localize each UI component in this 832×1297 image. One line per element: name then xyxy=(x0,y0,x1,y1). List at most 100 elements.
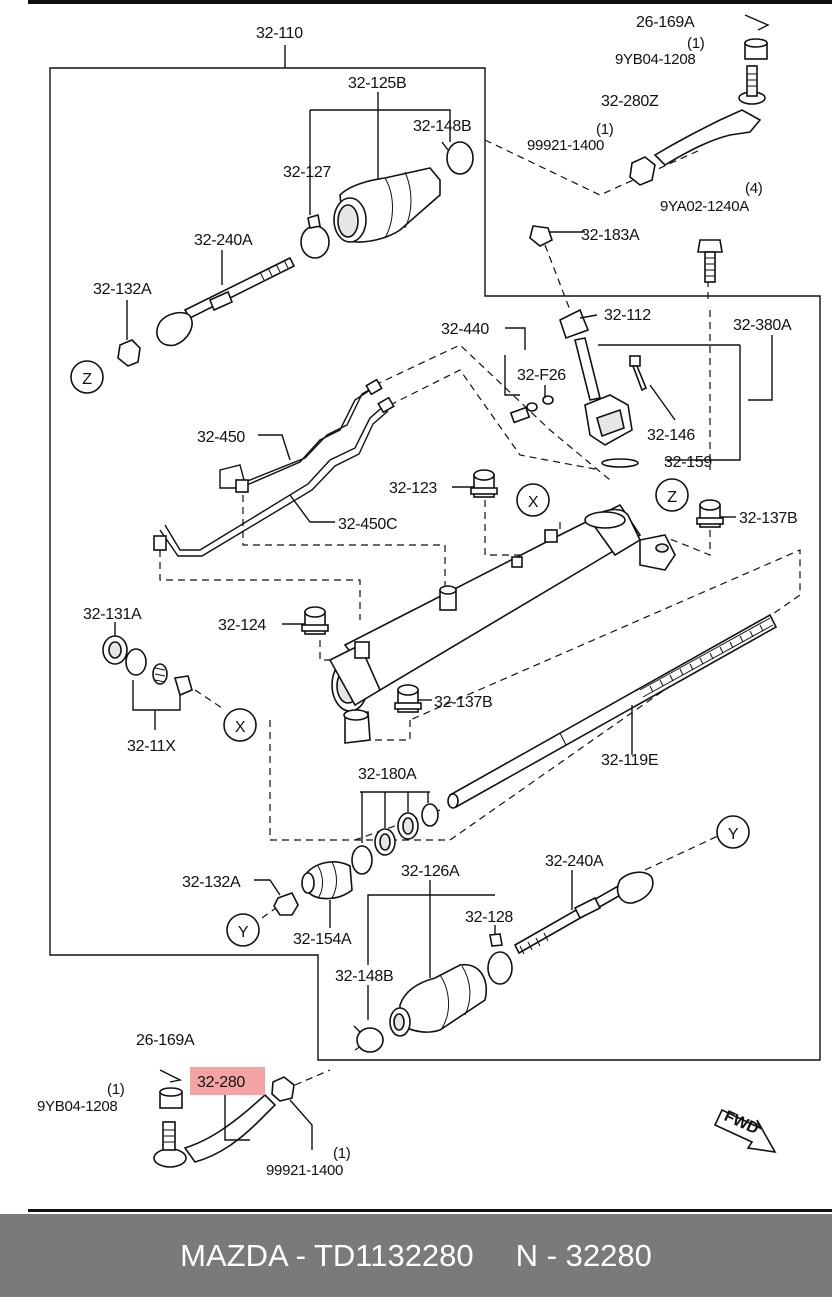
footer-bar: MAZDA - TD1132280 N - 32280 xyxy=(0,1214,832,1297)
lock-nut-right xyxy=(629,156,656,186)
yoke-set xyxy=(125,648,193,697)
bushing-124 xyxy=(301,606,329,635)
split-pin-left xyxy=(159,1069,183,1083)
label-99921-1400-right: 99921-1400 xyxy=(527,137,604,154)
lock-nut-left xyxy=(271,1076,295,1102)
label-32-112: 32-112 xyxy=(604,307,651,324)
label-32-123: 32-123 xyxy=(389,480,437,497)
svg-text:Z: Z xyxy=(667,489,677,506)
clip-right xyxy=(300,225,330,259)
label-32-110: 32-110 xyxy=(256,25,303,42)
label-32-f26: 32-F26 xyxy=(517,367,566,384)
label-26-169a-right: 26-169A xyxy=(636,14,695,31)
label-32-240a-right: 32-240A xyxy=(194,232,253,249)
label-32-440: 32-440 xyxy=(441,321,489,338)
gasket xyxy=(601,458,639,468)
label-qty-nut-right: (1) xyxy=(687,35,705,52)
label-32-137b-lower: 32-137B xyxy=(434,694,492,711)
svg-text:Y: Y xyxy=(728,826,739,843)
label-32-154a: 32-154A xyxy=(293,931,352,948)
label-32-148b-right: 32-148B xyxy=(413,118,471,135)
nut-left xyxy=(159,1087,183,1109)
label-9yb04-1208-right: 9YB04-1208 xyxy=(615,51,695,68)
label-qty-locknut-left: (1) xyxy=(333,1145,351,1162)
label-26-169a-left: 26-169A xyxy=(136,1032,195,1049)
label-32-126a: 32-126A xyxy=(401,863,460,880)
rack-housing xyxy=(328,503,676,744)
nut-right xyxy=(744,38,768,60)
label-99921-1400-left: 99921-1400 xyxy=(266,1162,343,1179)
svg-text:Y: Y xyxy=(238,924,249,941)
footer-part-number: MAZDA - TD1132280 xyxy=(180,1237,474,1273)
lock-washer-right xyxy=(117,339,141,367)
bolt-right xyxy=(697,239,723,283)
label-32-280: 32-280 xyxy=(197,1074,245,1091)
svg-text:X: X xyxy=(235,719,246,736)
bolt-146 xyxy=(629,355,648,392)
label-qty-nut-left: (1) xyxy=(107,1081,125,1098)
pipe-clip xyxy=(529,225,553,247)
footer-ref: N - 32280 xyxy=(515,1237,652,1273)
steering-rack-exploded-diagram: Z X Z X Y Y FWD 32-110 32-125B 32-148B 3… xyxy=(37,14,821,1179)
bellows xyxy=(301,861,353,900)
label-32-183a: 32-183A xyxy=(581,227,640,244)
label-32-159: 32-159 xyxy=(664,454,712,471)
label-32-128: 32-128 xyxy=(465,909,513,926)
clip-left xyxy=(487,951,513,985)
assembly-boundary xyxy=(49,67,821,1061)
pipes xyxy=(153,378,395,557)
label-9ya02-1240a: 9YA02-1240A xyxy=(660,198,749,215)
tie-rod-end-right xyxy=(653,65,766,167)
label-32-132a-right: 32-132A xyxy=(93,281,152,298)
label-32-137b-upper: 32-137B xyxy=(739,510,797,527)
label-32-240a-left: 32-240A xyxy=(545,853,604,870)
pinion-cover xyxy=(559,308,601,401)
highlight-box xyxy=(190,1067,265,1095)
valve-assembly xyxy=(584,394,633,446)
svg-text:Z: Z xyxy=(82,371,92,388)
label-32-450c: 32-450C xyxy=(338,516,397,533)
seal-kit xyxy=(351,803,439,875)
tie-rod-end-left xyxy=(153,1093,277,1168)
marker-x-top: X xyxy=(516,483,550,517)
label-32-280z: 32-280Z xyxy=(601,93,659,110)
label-qty-bolt: (4) xyxy=(745,180,763,197)
label-32-127: 32-127 xyxy=(283,164,331,181)
clamp-left xyxy=(356,1027,384,1053)
marker-z-left: Z xyxy=(70,360,104,394)
boot-left xyxy=(389,964,487,1037)
label-32-119e: 32-119E xyxy=(601,752,658,769)
marker-y-left: Y xyxy=(226,913,260,947)
marker-z-top: Z xyxy=(655,478,689,512)
clamp-right xyxy=(446,141,474,175)
label-32-380a: 32-380A xyxy=(733,317,792,334)
bottom-rule xyxy=(28,1209,832,1212)
split-pin-right xyxy=(744,14,770,31)
label-32-11x: 32-11X xyxy=(127,738,176,755)
boot-right xyxy=(333,167,441,243)
bushing-137b-upper xyxy=(696,499,724,528)
label-32-146: 32-146 xyxy=(647,427,695,444)
tie-rod-left xyxy=(513,871,654,955)
top-rule xyxy=(28,0,832,4)
label-32-148b-left: 32-148B xyxy=(335,968,393,985)
bushing-123 xyxy=(470,469,498,498)
pipe-fitting xyxy=(509,395,554,424)
label-32-132a-left: 32-132A xyxy=(182,874,241,891)
lock-washer-left xyxy=(273,892,299,916)
tie-rod-right xyxy=(156,256,296,347)
svg-text:X: X xyxy=(528,494,539,511)
marker-x-left: X xyxy=(223,708,257,742)
bushing-137b-lower xyxy=(394,684,422,713)
label-32-125b: 32-125B xyxy=(348,75,406,92)
label-32-180a: 32-180A xyxy=(358,766,417,783)
fwd-arrow-icon: FWD xyxy=(713,1108,777,1154)
label-32-450: 32-450 xyxy=(197,429,245,446)
label-qty-locknut-right: (1) xyxy=(596,121,614,138)
rack-bar xyxy=(447,613,778,809)
adjust-cover xyxy=(102,635,128,665)
label-9yb04-1208-left: 9YB04-1208 xyxy=(37,1098,117,1115)
label-32-131a: 32-131A xyxy=(83,606,142,623)
label-32-124: 32-124 xyxy=(218,617,266,634)
marker-y-right: Y xyxy=(716,815,750,849)
